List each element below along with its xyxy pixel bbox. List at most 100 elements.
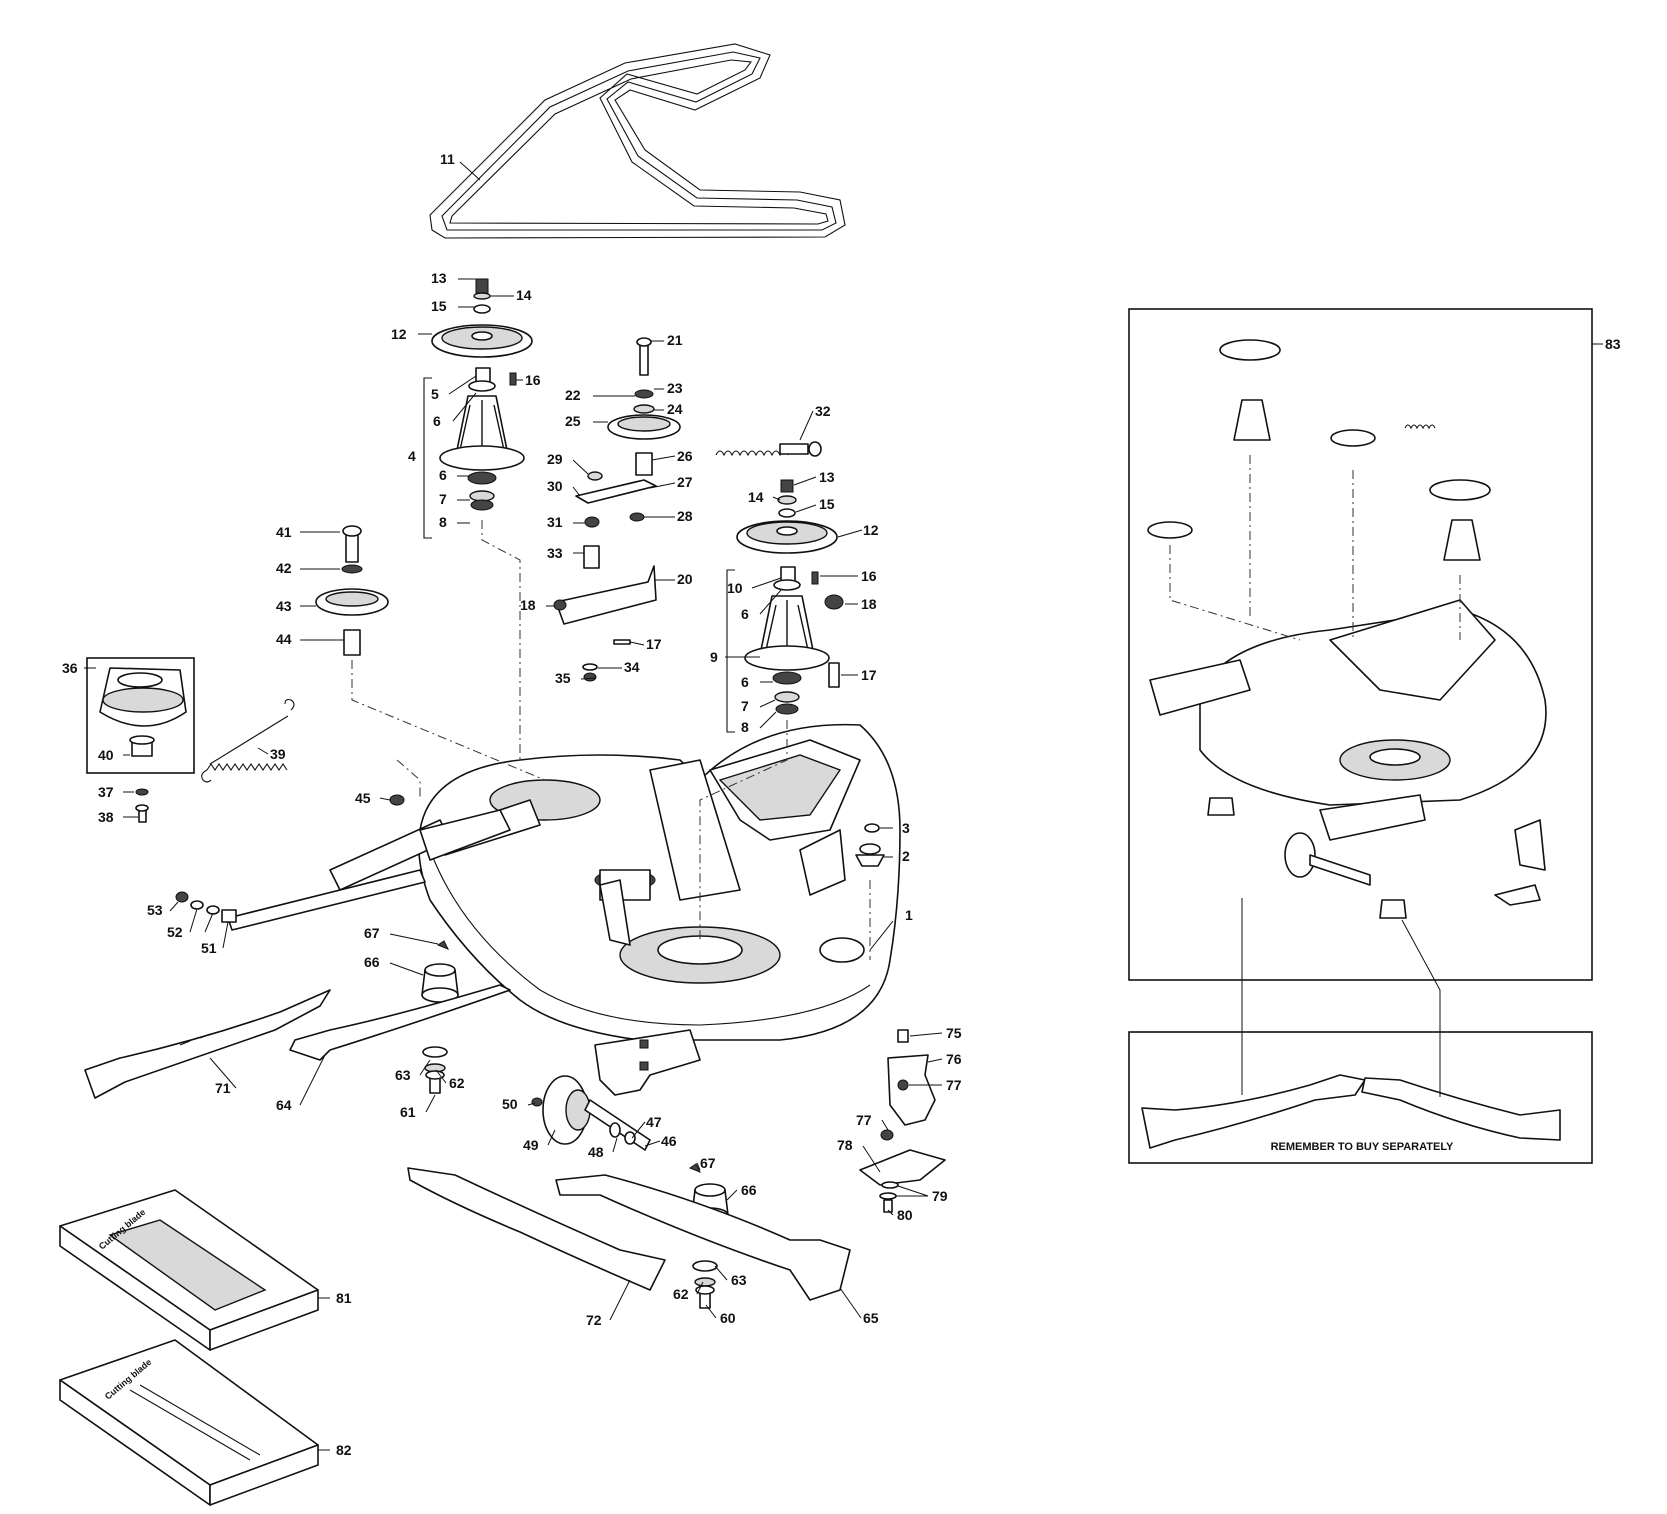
callout-1: 1	[905, 907, 913, 923]
callout-11: 11	[440, 151, 455, 167]
callout-30: 30	[547, 478, 563, 494]
callout-76: 76	[946, 1051, 962, 1067]
callout-13: 13	[431, 270, 447, 286]
callout-2: 2	[902, 848, 910, 864]
callout-51: 51	[201, 940, 217, 956]
callout-63: 63	[731, 1272, 747, 1288]
callout-21: 21	[667, 332, 683, 348]
cutting-deck	[417, 723, 901, 1041]
callout-24: 24	[667, 401, 683, 417]
callout-5: 5	[431, 386, 439, 402]
callout-16: 16	[525, 372, 541, 388]
callout-7: 7	[741, 698, 749, 714]
rear-bracket	[594, 1029, 701, 1096]
callout-65: 65	[863, 1310, 879, 1326]
callout-33: 33	[547, 545, 563, 561]
callout-61: 61	[400, 1104, 416, 1120]
callout-41: 41	[276, 524, 292, 540]
callout-16: 16	[861, 568, 877, 584]
blade-64	[289, 984, 511, 1061]
separate-purchase-box: REMEMBER TO BUY SEPARATELY	[1128, 898, 1593, 1164]
callout-12: 12	[391, 326, 407, 342]
callout-67: 67	[700, 1155, 716, 1171]
callout-15: 15	[819, 496, 835, 512]
alternative-deck-box	[1128, 308, 1603, 981]
callout-37: 37	[98, 784, 114, 800]
callout-46: 46	[661, 1133, 677, 1149]
callout-62: 62	[449, 1075, 465, 1091]
callout-6: 6	[741, 606, 749, 622]
callout-52: 52	[167, 924, 183, 940]
callout-50: 50	[502, 1096, 518, 1112]
callout-62: 62	[673, 1286, 689, 1302]
callout-43: 43	[276, 598, 292, 614]
blade-adapter-left	[421, 940, 459, 1094]
callout-8: 8	[439, 514, 447, 530]
callout-20: 20	[677, 571, 693, 587]
callout-18: 18	[861, 596, 877, 612]
callout-6: 6	[439, 467, 447, 483]
callout-45: 45	[355, 790, 371, 806]
callout-42: 42	[276, 560, 292, 576]
callout-13: 13	[819, 469, 835, 485]
callout-36: 36	[62, 660, 78, 676]
callout-44: 44	[276, 631, 292, 647]
tension-spring	[715, 441, 822, 457]
clutch-bolt	[135, 788, 149, 823]
callout-75: 75	[946, 1025, 962, 1041]
callout-17: 17	[861, 667, 877, 683]
deck-fittings	[389, 794, 885, 867]
callout-28: 28	[677, 508, 693, 524]
callout-32: 32	[815, 403, 831, 419]
callout-38: 38	[98, 809, 114, 825]
callout-31: 31	[547, 514, 563, 530]
callout-22: 22	[565, 387, 581, 403]
callout-49: 49	[523, 1137, 539, 1153]
callout-6: 6	[741, 674, 749, 690]
callout-81: 81	[336, 1290, 352, 1306]
callout-83: 83	[1605, 336, 1621, 352]
callout-72: 72	[586, 1312, 602, 1328]
idler-pulley-group	[553, 337, 681, 682]
callout-40: 40	[98, 747, 114, 763]
callout-79: 79	[932, 1188, 948, 1204]
callout-64: 64	[276, 1097, 292, 1113]
callout-6: 6	[433, 413, 441, 429]
callout-3: 3	[902, 820, 910, 836]
spindle-assembly-right	[726, 479, 844, 733]
mulching-kit-parts	[859, 1029, 946, 1213]
blade-package-81: Cutting blade	[59, 1189, 319, 1351]
callout-29: 29	[547, 451, 563, 467]
callout-67: 67	[364, 925, 380, 941]
callout-14: 14	[748, 489, 764, 505]
callout-15: 15	[431, 298, 447, 314]
callout-10: 10	[727, 580, 743, 596]
v-belt	[429, 43, 846, 239]
callout-66: 66	[741, 1182, 757, 1198]
anti-scalp-wheel	[531, 1075, 651, 1151]
callout-8: 8	[741, 719, 749, 735]
callout-39: 39	[270, 746, 286, 762]
callout-78: 78	[837, 1137, 853, 1153]
left-pulley-group	[315, 525, 389, 656]
leader-lines	[84, 161, 943, 1451]
callout-80: 80	[897, 1207, 913, 1223]
callout-82: 82	[336, 1442, 352, 1458]
callout-53: 53	[147, 902, 163, 918]
callout-23: 23	[667, 380, 683, 396]
callout-17: 17	[646, 636, 662, 652]
callout-27: 27	[677, 474, 693, 490]
callout-25: 25	[565, 413, 581, 429]
callout-9: 9	[710, 649, 718, 665]
clutch-box	[86, 657, 195, 774]
separate-purchase-notice: REMEMBER TO BUY SEPARATELY	[1271, 1141, 1454, 1153]
callout-14: 14	[516, 287, 532, 303]
blade-65	[555, 1174, 851, 1301]
blade-72	[407, 1167, 666, 1291]
spindle-assembly-left	[423, 278, 533, 539]
callout-labels: 1 2 3 4 5 6 6 7 8 9 10 6 6 7 8 11 12 12 …	[62, 151, 1621, 1458]
callout-35: 35	[555, 670, 571, 686]
callout-7: 7	[439, 491, 447, 507]
callout-66: 66	[364, 954, 380, 970]
